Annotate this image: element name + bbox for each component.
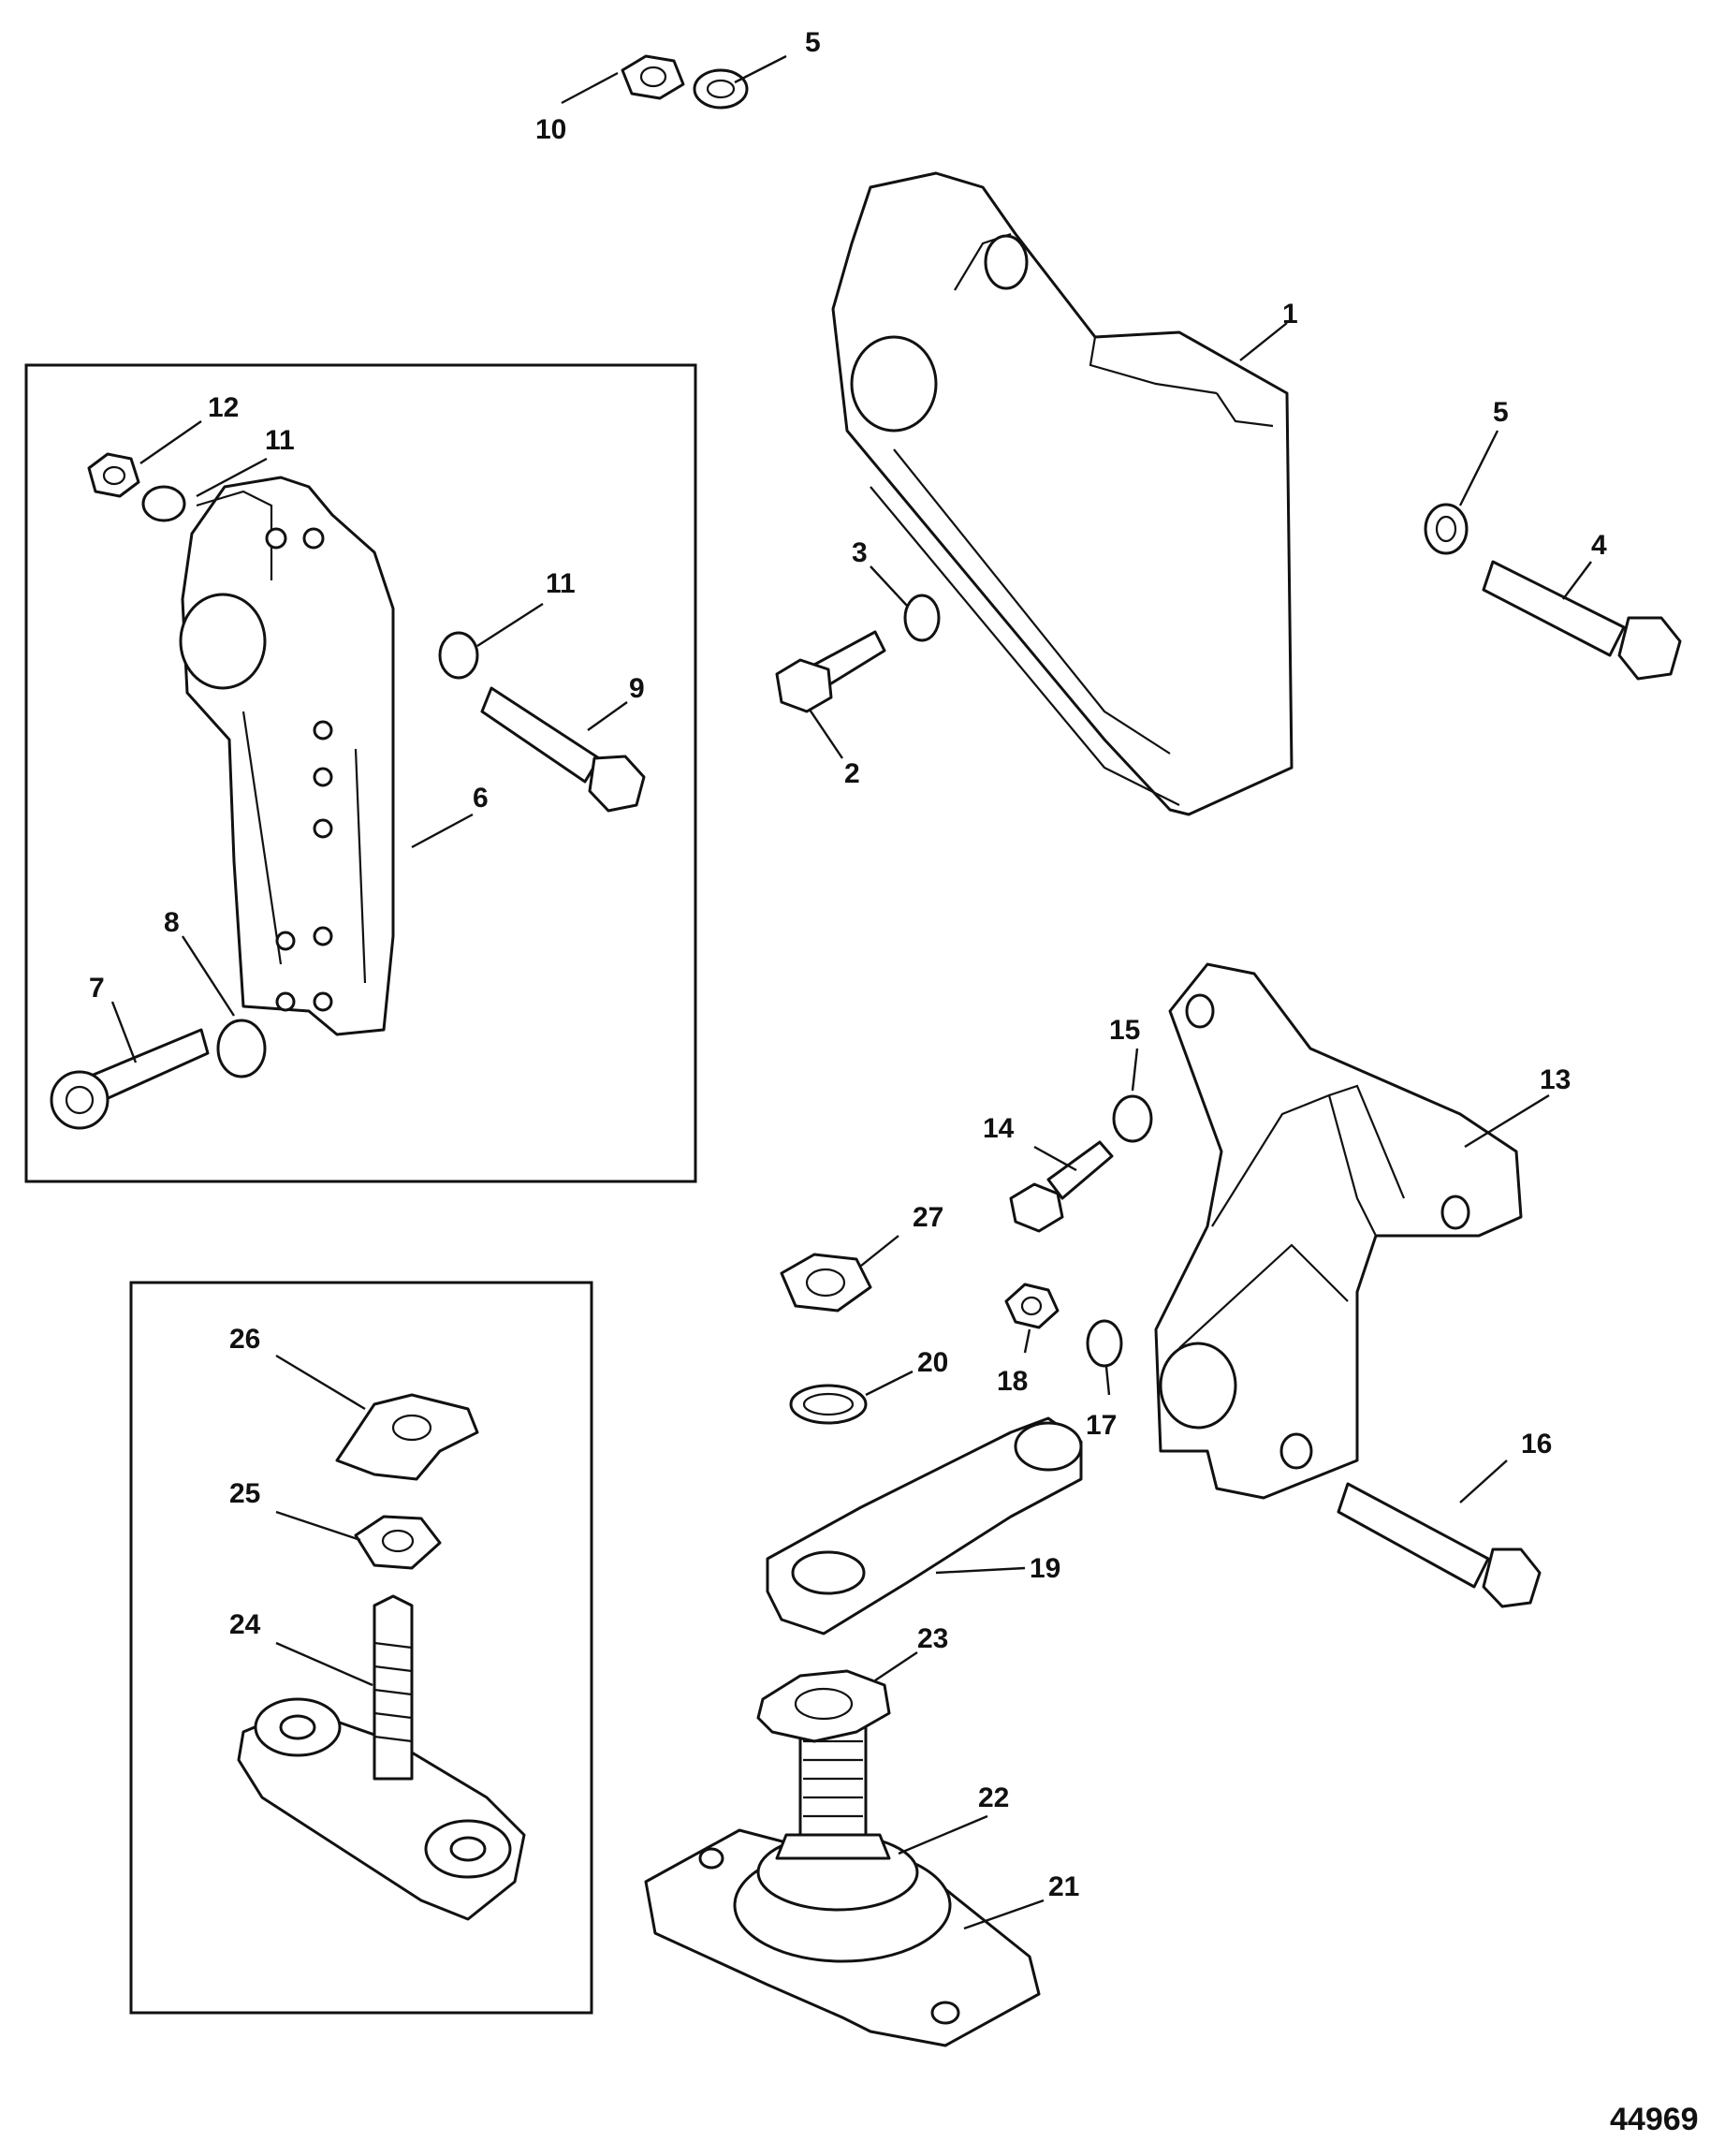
part-5-lockwasher-top [693, 68, 749, 110]
drawing-number: 44969 [1610, 2102, 1699, 2137]
callout-3: 3 [852, 537, 868, 568]
callout-4: 4 [1591, 530, 1607, 561]
callout-27: 27 [913, 1202, 943, 1233]
part-15-lockwasher [1112, 1094, 1153, 1143]
callout-17: 17 [1086, 1410, 1117, 1441]
callout-9: 8 [164, 907, 180, 938]
callout-21: 21 [1048, 1871, 1079, 1902]
part-24-mount-plate [237, 1594, 526, 1921]
callout-18: 18 [997, 1366, 1028, 1397]
callout-8: 7 [89, 973, 105, 1004]
callout-15: 15 [1109, 1015, 1140, 1046]
callout-16: 16 [1521, 1429, 1552, 1459]
part-27-nut [780, 1253, 872, 1313]
part-16-bolt [1337, 1482, 1542, 1608]
part-7-arm [179, 476, 395, 1036]
part-9-lockwasher [216, 1019, 267, 1078]
callout-7: 6 [473, 783, 489, 814]
part-26-tab-washer [335, 1393, 479, 1481]
part-3-lockwasher [903, 594, 941, 642]
part-11-lockwasher-mid [438, 631, 479, 680]
callout-12: 12 [208, 392, 239, 423]
leader-lines [110, 54, 1592, 1930]
part-4-bolt [1482, 560, 1682, 681]
part-14-bolt [1009, 1140, 1114, 1233]
callout-6: 10 [535, 114, 566, 145]
callout-20: 20 [917, 1347, 948, 1378]
callout-24: 24 [229, 1609, 261, 1640]
part-2-bolt [775, 630, 886, 713]
part-23-tab-washer [756, 1669, 891, 1743]
callout-14: 14 [983, 1113, 1015, 1144]
part-10-bolt [480, 686, 646, 813]
callout-13: 13 [1540, 1064, 1571, 1095]
part-12-nut [87, 452, 140, 498]
callout-19: 19 [1030, 1553, 1060, 1584]
callout-22: 22 [978, 1782, 1009, 1813]
part-8-capscrew [50, 1028, 210, 1130]
part-13-pivot-bracket [1154, 962, 1523, 1500]
callout-1: 1 [1282, 299, 1298, 330]
part-6-nut [621, 54, 685, 100]
callout-26: 26 [229, 1324, 260, 1355]
part-25-nut [354, 1515, 442, 1570]
part-19-link [766, 1416, 1083, 1635]
callout-11-mid: 11 [546, 568, 576, 599]
callout-2: 2 [844, 758, 860, 789]
callout-5-right: 5 [1493, 397, 1509, 428]
callout-10: 9 [629, 673, 645, 704]
part-5-lockwasher-right [1424, 503, 1469, 555]
part-20-lockwasher [789, 1384, 868, 1425]
part-1-bracket [831, 171, 1294, 816]
inset-box-mount [129, 1281, 593, 2015]
part-17-lockwasher [1086, 1319, 1123, 1368]
inset-box-bracket [24, 363, 697, 1183]
part-21-mount-base [644, 1707, 1041, 2047]
part-18-nut [1004, 1283, 1060, 1329]
callout-23: 23 [917, 1623, 948, 1654]
callout-25: 25 [229, 1478, 260, 1509]
callout-numbers: 10 5 1 2 3 4 5 12 11 11 9 6 8 7 13 15 14… [89, 27, 1607, 1902]
callout-5-top: 5 [805, 27, 821, 58]
callout-11-top: 11 [265, 425, 295, 456]
part-11-lockwasher-top [141, 485, 186, 522]
